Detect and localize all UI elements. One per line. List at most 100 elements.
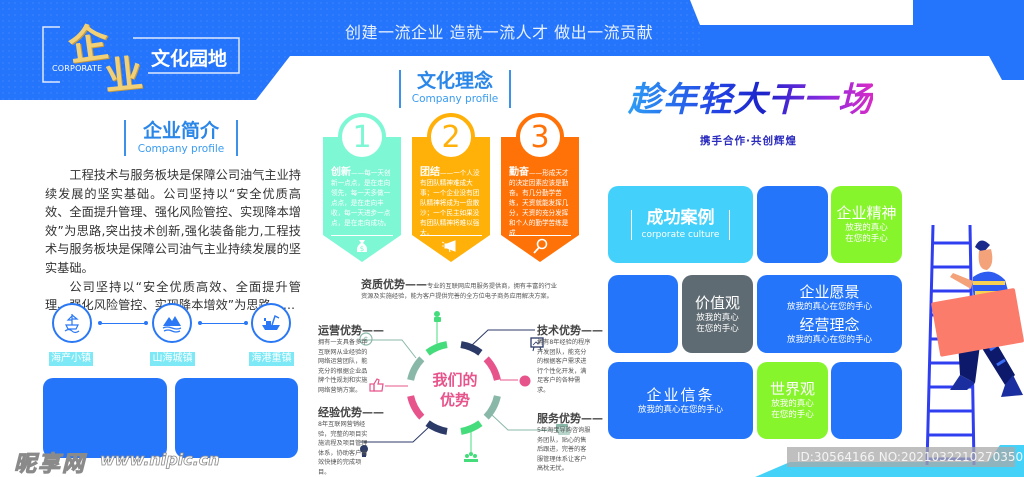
- concept-subtitle: Company profile: [411, 93, 499, 105]
- concept-section-title: 文化理念 Company profile: [401, 70, 509, 106]
- watermark-id: ID:30564166 NO:20210322102703506034: [787, 447, 1024, 467]
- icon-label: 山海城镇: [150, 352, 195, 366]
- ladder-person-illustration: [925, 225, 1024, 466]
- card-text: 团结——一个人没有团队精神难成大事；一个企业没有团队精神将成为一盘散沙；一个民主…: [420, 168, 484, 238]
- divider: [124, 120, 126, 156]
- advantage-title: 技术优势——: [537, 324, 603, 337]
- connector-dot: [98, 321, 102, 325]
- card-shape: [412, 137, 490, 262]
- advantage-operation: 运营优势—— 拥有一支具备多年互联网从业经验的网络运营团队，能充分的根据企业品牌…: [318, 322, 384, 396]
- svg-text:$: $: [360, 245, 364, 253]
- card-heading: 创新: [331, 167, 351, 178]
- tile-success-cases: 成功案例 corporate culture: [608, 186, 753, 263]
- thumbs-up-icon: [369, 378, 384, 392]
- tile-title: 世界观: [769, 380, 815, 398]
- card-shape: [501, 137, 579, 262]
- tile-line: 放我的真心: [771, 399, 814, 409]
- tile-enterprise-spirit: 企业精神 放我的真心 在您的手心: [831, 186, 902, 263]
- advantage-title: 服务优势——: [537, 412, 603, 425]
- tile-subtitle: corporate culture: [641, 230, 720, 240]
- cargo-ship-icon: [251, 303, 291, 343]
- watermark-site-url: www.nipic.cn: [100, 450, 220, 470]
- advantage-title: 运营优势——: [318, 324, 384, 337]
- lightbulb-icon: [360, 445, 368, 457]
- main-slogan: 趁年轻大干一场: [628, 72, 873, 121]
- sub-slogan: 携手合作·共创辉煌: [700, 135, 797, 147]
- card-heading: 团结: [420, 167, 440, 178]
- magnifier-icon: [533, 238, 548, 254]
- connector-dot: [244, 321, 248, 325]
- card-heading: 勤奋: [509, 167, 529, 178]
- tile-blank: [831, 362, 902, 439]
- intro-paragraph: 工程技术与服务板块是保障公司油气主业持续发展的坚实基础。公司坚持以“安全优质高效…: [45, 168, 301, 275]
- advantage-text: 拥有8年经验的程序开发团队，能充分的根据客户需求进行个性化开发，满足客户的各种需…: [537, 339, 591, 394]
- tile-title: 成功案例: [646, 208, 715, 228]
- megaphone-icon: [442, 240, 456, 253]
- advantage-service: 服务优势—— 5年淘宝导购咨询服务团队，贴心的售后跟进，完善的客服管理体系让客户…: [537, 410, 603, 474]
- tile-title: 企业愿景: [799, 282, 860, 301]
- advantage-text: 专业的互联网应用服务提供商，拥有丰富的行业资源及实施经验，能为客户提供完善的全方…: [361, 283, 557, 300]
- divider: [630, 209, 632, 240]
- tile-line: 放我的真心在您的手心: [637, 404, 723, 415]
- advantage-text: 拥有一支具备多年互联网从业经验的网络运营团队，能充分的根据企业品牌个性规划和实施…: [318, 339, 368, 394]
- tile-line: 在您的手心: [696, 323, 739, 334]
- mountain-sea-icon: [152, 303, 192, 343]
- tile-title: 企业精神: [836, 204, 897, 222]
- photo-placeholder: [43, 378, 167, 458]
- intro-section-title: 企业简介 Company profile: [126, 120, 236, 156]
- tile-line: 在您的手心: [771, 410, 814, 420]
- headset-icon: [519, 375, 531, 387]
- tile-line: 放我的真心在您的手心: [786, 301, 872, 312]
- advantage-experience: 经验优势—— 8年互联网营销经验，完整的项目实施流程及项目管理体系，协助客户高效…: [318, 404, 384, 477]
- header-slogan: 创建一流企业 造就一流人才 做出一流贡献: [345, 23, 654, 42]
- icon-label: 海港重镇: [249, 352, 294, 366]
- svg-text:$: $: [363, 335, 368, 344]
- card-divider: [420, 235, 482, 236]
- tile-values: 价值观 放我的真心 在您的手心: [682, 275, 753, 353]
- card-number: 2: [427, 113, 475, 161]
- photo-placeholder: [175, 378, 298, 458]
- fishing-boat-icon: [52, 303, 92, 343]
- person-icon: [931, 240, 1024, 397]
- card-text: 创新——每一天创新一点点，是在走向领先，每一天多做一点点，是在走向丰收，每一天进…: [331, 168, 395, 228]
- presentation-board-icon: [530, 337, 544, 352]
- tile-line: 在您的手心: [845, 234, 888, 244]
- tile-line: 放我的真心在您的手心: [786, 334, 872, 345]
- intro-text: 工程技术与服务板块是保障公司油气主业持续发展的坚实基础。公司坚持以“安全优质高效…: [45, 166, 301, 315]
- advantage-center-label: 我们的 优势: [427, 370, 483, 410]
- card-shape: [323, 137, 401, 262]
- advantage-technology: 技术优势—— 拥有8年经验的程序开发团队，能充分的根据客户需求进行个性化开发，满…: [537, 322, 603, 396]
- intro-title: 企业简介: [142, 120, 219, 142]
- card-body-text: ——每一天创新一点点，是在走向领先，每一天多做一点点，是在走向丰收，每一天进步一…: [331, 169, 391, 227]
- tile-line: 放我的真心: [845, 223, 888, 233]
- connector-line: [100, 323, 146, 324]
- tile-line: 放我的真心: [696, 312, 739, 323]
- tile-worldview: 世界观 放我的真心 在您的手心: [757, 362, 828, 439]
- brand-title: 文化园地: [151, 48, 228, 70]
- card-divider: [331, 235, 393, 236]
- tile-title: 经营理念: [799, 315, 860, 334]
- divider: [399, 70, 401, 108]
- divider: [236, 120, 238, 156]
- tile-enterprise-creed: 企业信条 放我的真心在您的手心: [608, 362, 753, 439]
- card-number: 1: [338, 113, 386, 161]
- card-text: 勤奋——形成天才的决定因素应该是勤奋。有几分勤学苦练，天资就能发挥几分，天资的充…: [509, 168, 573, 238]
- center-line-2: 优势: [439, 391, 470, 409]
- advantage-ring-diagram: $: [359, 311, 570, 462]
- card-payment-icon: [556, 424, 570, 435]
- advantage-title: 经验优势——: [318, 406, 384, 419]
- tile-title: 价值观: [694, 293, 740, 312]
- center-line-1: 我们的: [432, 371, 478, 389]
- icon-label: 海产小镇: [49, 352, 93, 366]
- advantage-text: 5年淘宝导购咨询服务团队，贴心的售后跟进，完善的客服管理体系让客户高枕无忧。: [537, 427, 591, 473]
- tile-blank: [608, 275, 678, 353]
- brand-calligraphy-2: 业: [102, 50, 145, 99]
- divider: [509, 70, 511, 108]
- intro-paragraph: 公司坚持以“安全优质高效、全面提升管理、强化风险管控、实现降本增效”为思路……: [45, 279, 301, 313]
- tile-vision-philosophy: 企业愿景 放我的真心在您的手心 经营理念 放我的真心在您的手心: [757, 275, 902, 353]
- advantage-title: 资质优势——: [361, 278, 427, 291]
- card-number: 3: [516, 113, 564, 161]
- dollar-coin-icon: $: [359, 332, 373, 346]
